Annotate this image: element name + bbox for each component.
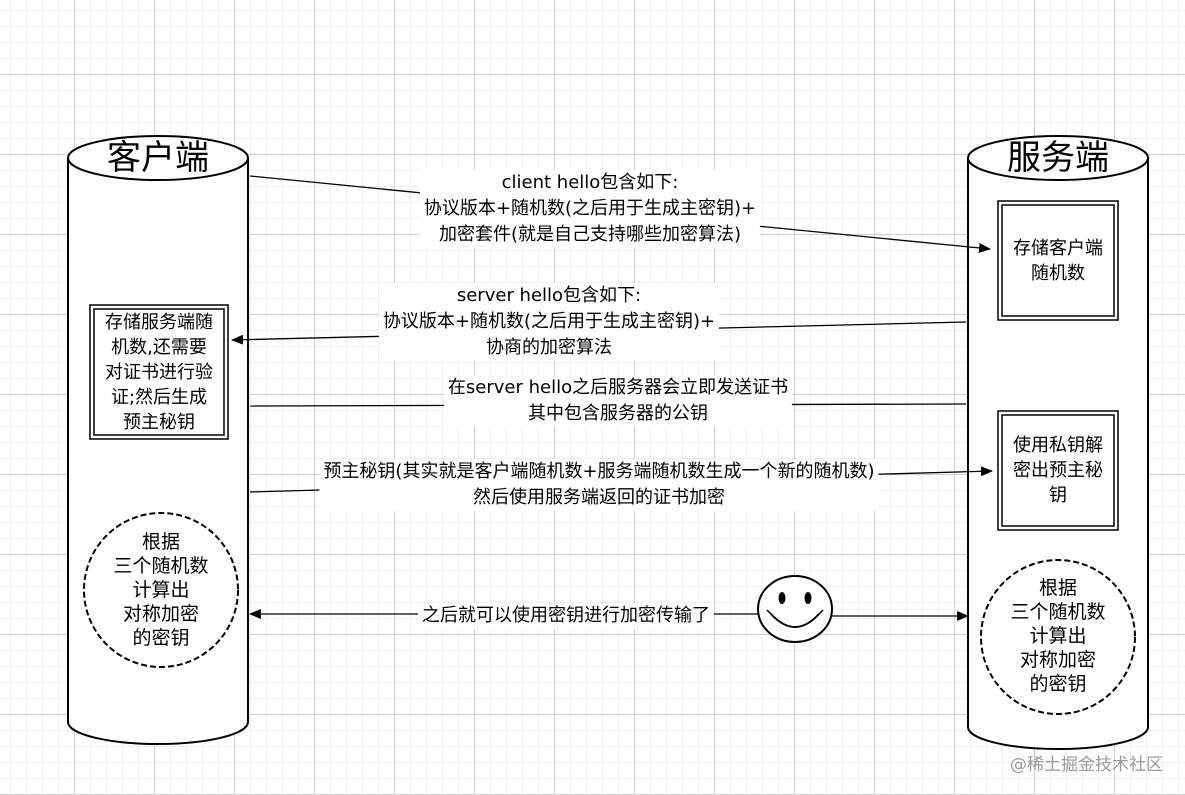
server-calc-line-1: 根据	[1038, 577, 1077, 599]
server-title: 服务端	[1007, 138, 1109, 178]
encrypted-transfer-label: 之后就可以使用密钥进行加密传输了	[418, 603, 714, 629]
client-store-text: 存储服务端随 机数,还需要 对证书进行验 证;然后生成 预主秘钥	[94, 310, 224, 435]
server-decrypt-line-2: 密出预主秘	[1013, 460, 1103, 481]
watermark: @稀土掘金技术社区	[1010, 755, 1163, 775]
client-calc-line-3: 计算出	[132, 579, 190, 601]
server-decrypt-line-3: 钥	[1049, 485, 1067, 506]
smiley-face-icon	[757, 575, 833, 643]
client-store-line-5: 预主秘钥	[123, 412, 195, 433]
server-hello-line-3: 协商的加密算法	[486, 337, 612, 358]
server-hello-line-2: 协议版本+随机数(之后用于生成主密钥)+	[382, 311, 716, 332]
premaster-label: 预主秘钥(其实就是客户端随机数+服务端随机数生成一个新的随机数) 然后使用服务端…	[319, 459, 879, 511]
client-hello-label: client hello包含如下: 协议版本+随机数(之后用于生成主密钥)+ 加…	[419, 170, 761, 248]
server-calc-line-5: 的密钥	[1029, 673, 1087, 695]
server-store-line-1: 存储客户端	[1013, 238, 1103, 259]
client-calc-line-1: 根据	[141, 531, 180, 553]
server-decrypt-text: 使用私钥解 密出预主秘 钥	[1002, 433, 1114, 508]
client-calc-line-4: 对称加密	[122, 603, 199, 625]
client-hello-line-2: 协议版本+随机数(之后用于生成主密钥)+	[423, 198, 757, 219]
client-hello-line-1: client hello包含如下:	[501, 172, 679, 193]
client-store-box	[89, 304, 229, 440]
premaster-line-2: 然后使用服务端返回的证书加密	[473, 487, 725, 508]
premaster-line-1: 预主秘钥(其实就是客户端随机数+服务端随机数生成一个新的随机数)	[323, 461, 875, 482]
client-calc-text: 根据 三个随机数 计算出 对称加密 的密钥	[94, 530, 228, 650]
server-calc-circle	[980, 559, 1136, 715]
server-store-box	[997, 200, 1119, 321]
server-hello-line-1: server hello包含如下:	[456, 285, 642, 306]
server-store-text: 存储客户端 随机数	[1002, 236, 1114, 286]
server-calc-line-2: 三个随机数	[1010, 601, 1106, 623]
server-calc-line-4: 对称加密	[1019, 649, 1096, 671]
client-store-line-3: 对证书进行验	[105, 362, 213, 383]
server-calc-line-3: 计算出	[1029, 625, 1087, 647]
client-store-line-1: 存储服务端随	[105, 312, 213, 333]
server-calc-text: 根据 三个随机数 计算出 对称加密 的密钥	[991, 576, 1125, 696]
client-calc-circle	[83, 512, 239, 668]
client-calc-line-2: 三个随机数	[113, 555, 209, 577]
client-store-line-2: 机数,还需要	[111, 337, 207, 358]
server-decrypt-box	[997, 410, 1119, 531]
certificate-line-2: 其中包含服务器的公钥	[527, 403, 708, 424]
server-decrypt-line-1: 使用私钥解	[1013, 435, 1103, 456]
client-calc-line-5: 的密钥	[132, 627, 190, 649]
certificate-line-1: 在server hello之后服务器会立即发送证书	[447, 377, 789, 398]
certificate-label: 在server hello之后服务器会立即发送证书 其中包含服务器的公钥	[443, 375, 793, 427]
client-title: 客户端	[107, 138, 209, 178]
client-hello-line-3: 加密套件(就是自己支持哪些加密算法)	[438, 224, 742, 245]
client-store-line-4: 证;然后生成	[110, 387, 208, 408]
server-hello-label: server hello包含如下: 协议版本+随机数(之后用于生成主密钥)+ 协…	[378, 283, 720, 361]
server-store-line-2: 随机数	[1031, 263, 1085, 284]
